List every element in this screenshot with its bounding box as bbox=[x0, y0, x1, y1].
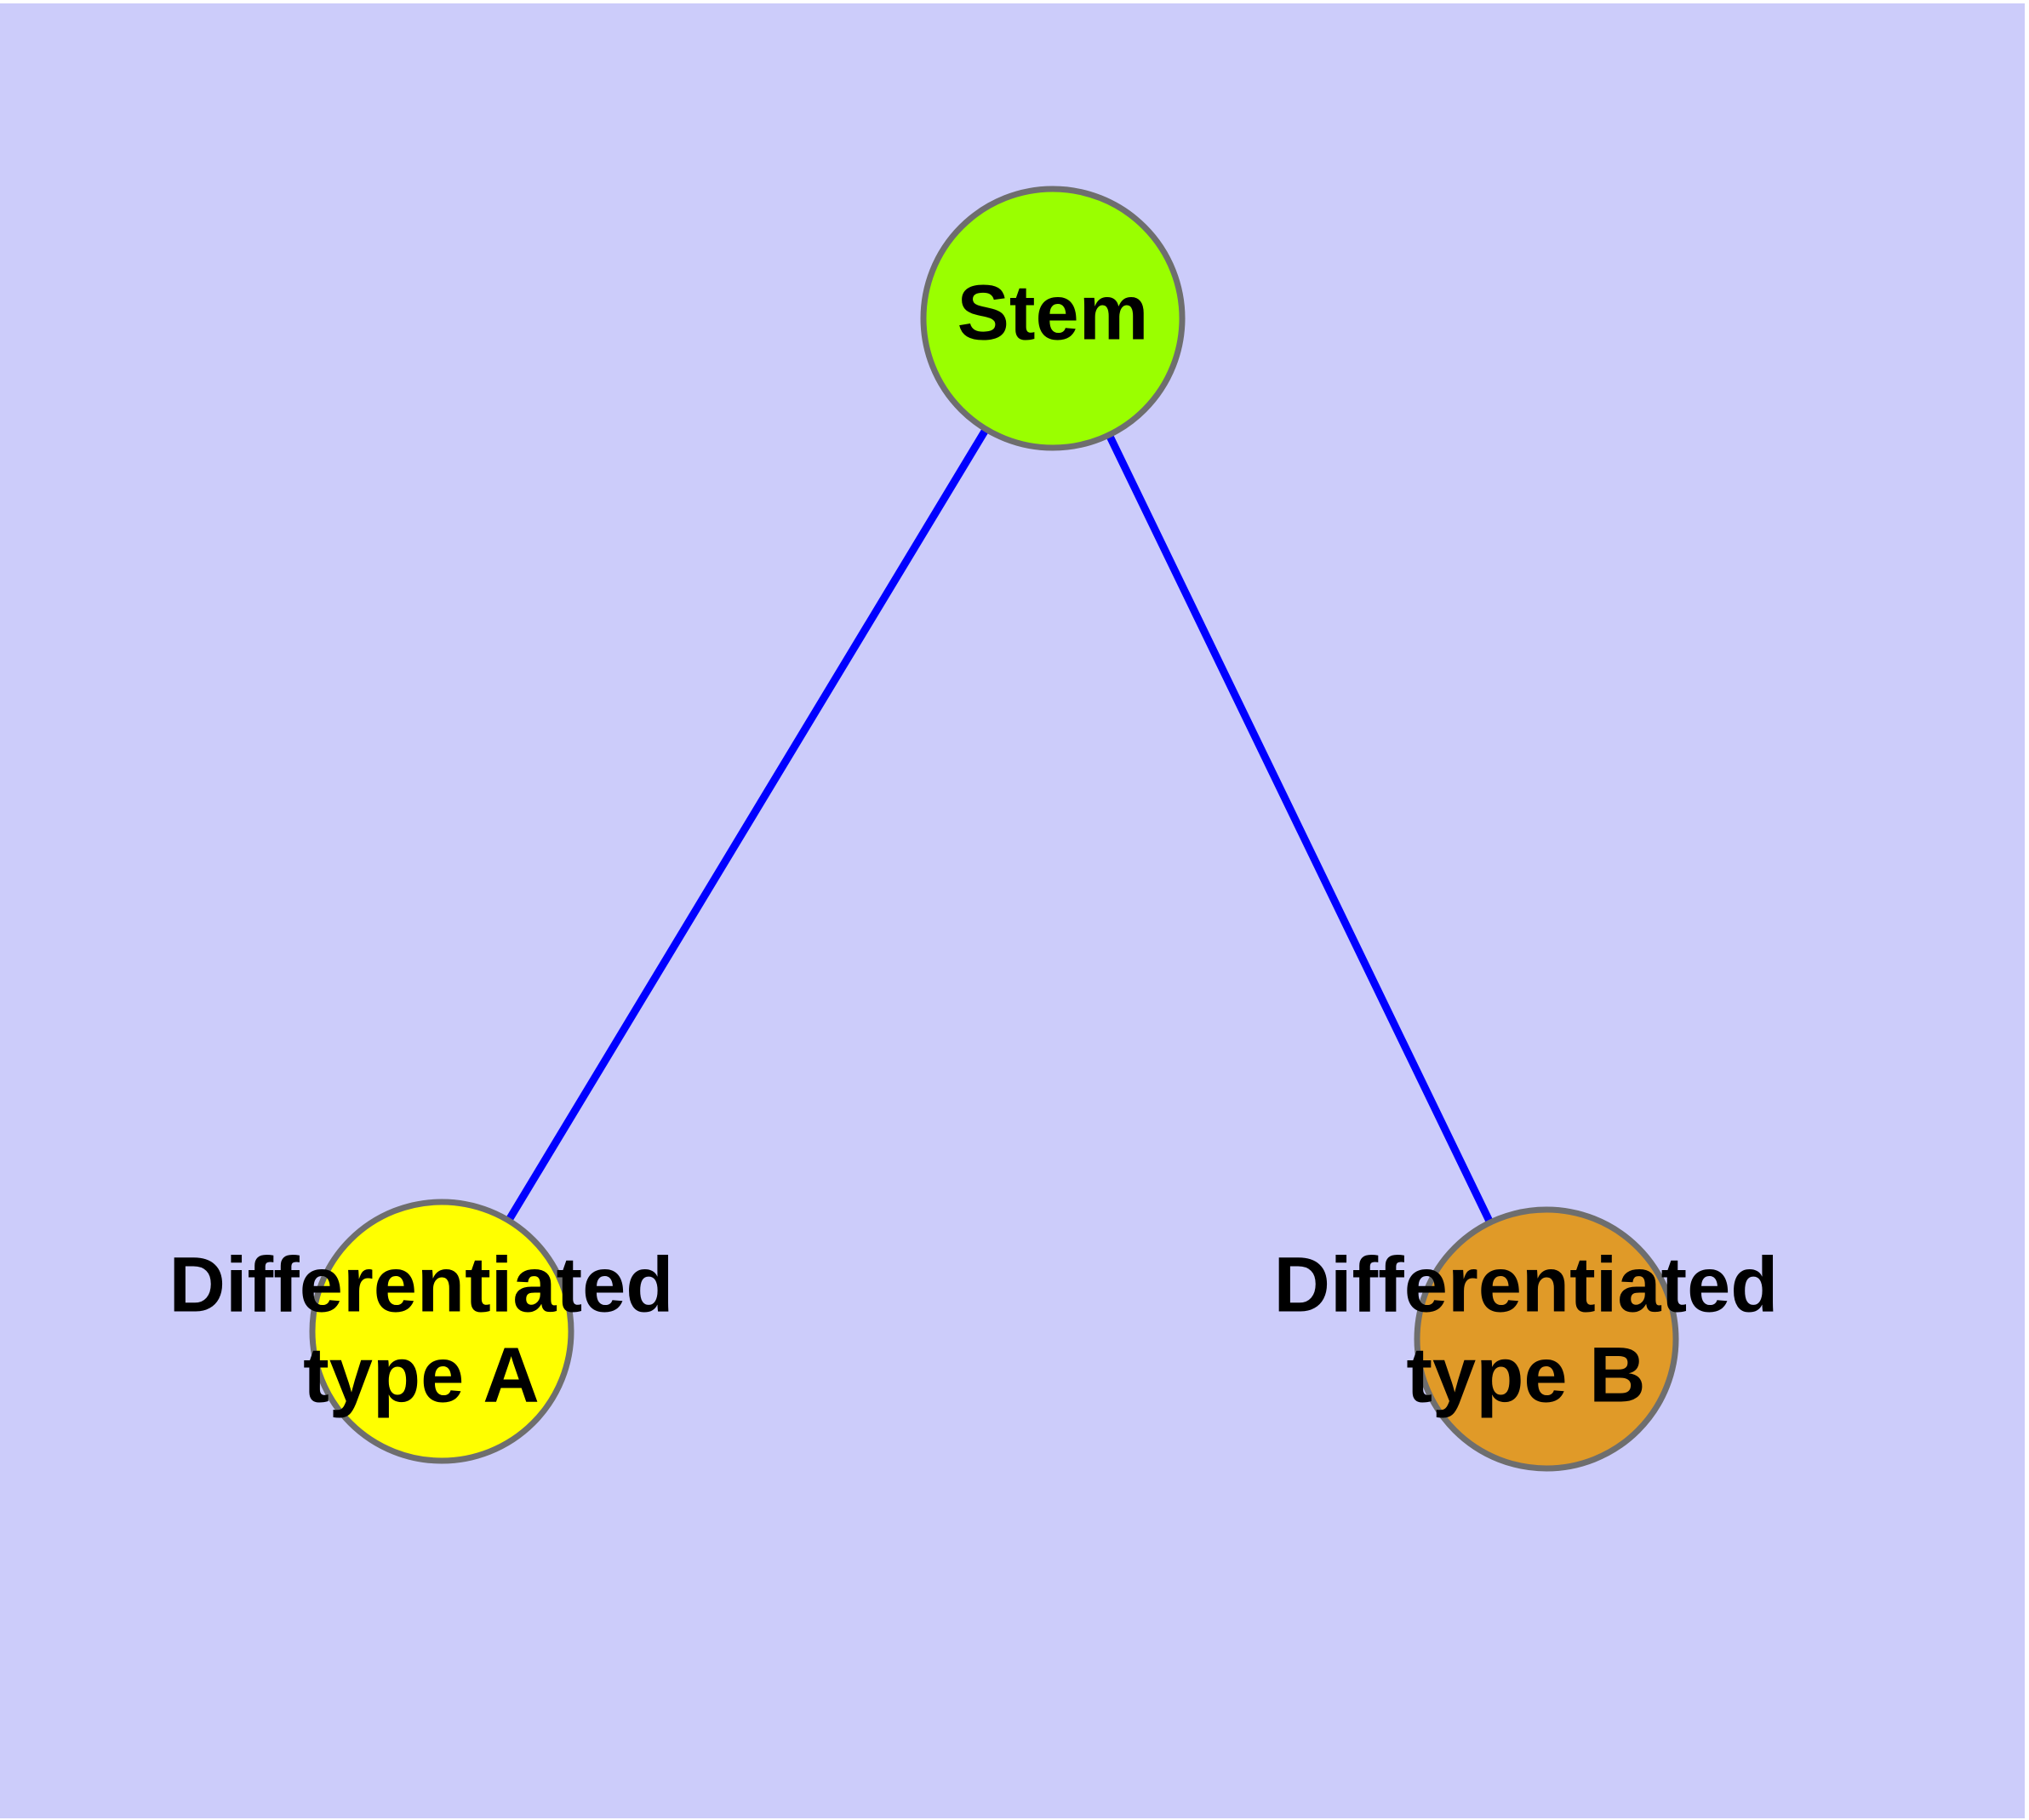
node-label-stem: Stem bbox=[957, 269, 1149, 356]
edge-stem-to-differentiated-type-b[interactable] bbox=[1049, 317, 1551, 1341]
label-layer: Stem Differentiated type A Differentiate… bbox=[169, 269, 1779, 1418]
edge-stem-to-differentiated-type-a[interactable] bbox=[438, 316, 1056, 1334]
node-layer bbox=[309, 186, 1679, 1472]
node-label-differentiated-type-b-line1: Differentiated bbox=[1274, 1241, 1779, 1328]
node-differentiated-type-b[interactable] bbox=[1414, 1206, 1679, 1472]
node-label-differentiated-type-b-line2: type B bbox=[1406, 1331, 1645, 1418]
node-stem[interactable] bbox=[920, 186, 1186, 451]
node-label-differentiated-type-a-line1: Differentiated bbox=[169, 1241, 674, 1328]
edge-layer bbox=[438, 316, 1551, 1341]
node-differentiated-type-a[interactable] bbox=[309, 1199, 574, 1464]
node-label-differentiated-type-a-line2: type A bbox=[303, 1331, 540, 1418]
